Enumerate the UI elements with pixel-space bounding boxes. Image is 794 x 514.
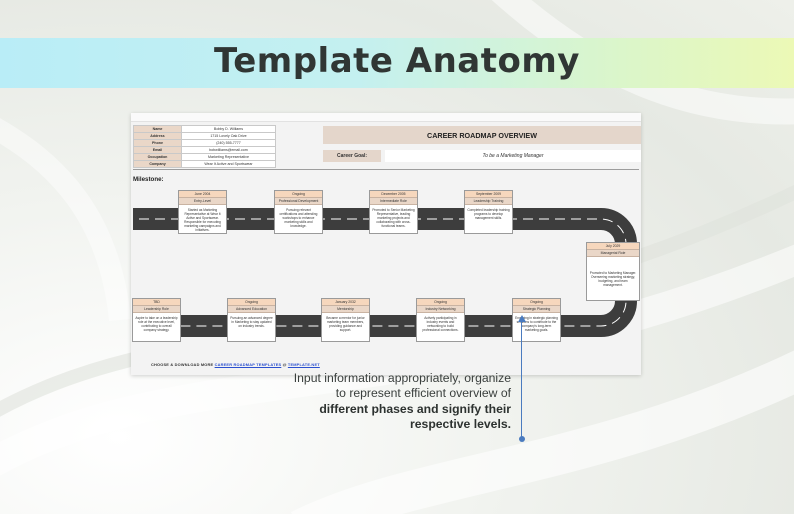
milestone-description: Engaging in strategic planning sessions … [515, 316, 558, 332]
career-goal-label: Career Goal: [323, 150, 381, 162]
info-value[interactable]: Wear It Active and Sportswear [181, 160, 276, 168]
milestone-card[interactable]: July 2029 Managerial Role Promoted to Ma… [586, 242, 640, 301]
milestone-description: Started as Marketing Representative at W… [184, 208, 221, 232]
milestone-role: Managerial Role [587, 250, 639, 257]
milestone-description: Promoted to Marketing Manager. Overseein… [589, 271, 637, 287]
milestone-card[interactable]: September 2009 Leadership Training Compl… [464, 190, 513, 234]
callout-line [521, 321, 522, 437]
milestone-card[interactable]: January 2032 Mentorship Became a mentor … [321, 298, 370, 342]
milestone-card[interactable]: Ongoing Industry Networking Actively par… [416, 298, 465, 342]
caption-line: Input information appropriately, organiz… [293, 371, 511, 385]
milestone-role: Professional Development [275, 198, 322, 205]
milestone-role: Mentorship [322, 306, 369, 313]
footer-templates-link[interactable]: CAREER ROADMAP TEMPLATES [214, 362, 282, 367]
career-goal-value[interactable]: To be a Marketing Manager [385, 150, 641, 162]
page-title: Template Anatomy [214, 41, 580, 81]
milestone-description: Actively participating in industry event… [422, 316, 459, 332]
milestone-date: July 2029 [587, 243, 639, 250]
milestone-date: Ongoing [228, 299, 275, 306]
milestone-role: Leadership Training [465, 198, 512, 205]
milestone-role: Industry Networking [417, 306, 464, 313]
roadmap-road [133, 208, 637, 337]
milestone-card[interactable]: Ongoing Advanced Education Pursuing an a… [227, 298, 276, 342]
milestone-role: Leadership Role [133, 306, 180, 313]
sheet-toolbar [131, 113, 641, 122]
sheet-footer: CHOOSE & DOWNLOAD MORE CAREER ROADMAP TE… [151, 362, 320, 367]
callout-dot [518, 436, 525, 442]
footer-at: @ [282, 362, 287, 367]
caption-line-emphasis: different phases and signify their [319, 401, 511, 416]
milestone-card[interactable]: June 2004 Entry-Level Started as Marketi… [178, 190, 227, 234]
milestone-date: September 2009 [465, 191, 512, 198]
milestone-card[interactable]: Ongoing Strategic Planning Engaging in s… [512, 298, 561, 342]
footer-site-link[interactable]: TEMPLATE.NET [287, 362, 320, 367]
milestone-date: Ongoing [513, 299, 560, 306]
caption-line: to represent efficient overview of [335, 386, 511, 401]
milestone-description: Pursuing relevant certifications and att… [279, 208, 318, 228]
milestone-date: December 2005 [370, 191, 417, 198]
milestone-role: Strategic Planning [513, 306, 560, 313]
anatomy-caption: Input information appropriately, organiz… [228, 371, 511, 433]
milestone-card[interactable]: TBD Leadership Role Aspire to take on a … [132, 298, 181, 342]
caption-line-emphasis: respective levels. [410, 417, 511, 432]
overview-title: CAREER ROADMAP OVERVIEW [323, 126, 641, 144]
milestone-role: Intermediate Role [370, 198, 417, 205]
milestone-date: TBD [133, 299, 180, 306]
milestone-description: Pursuing an advanced degree in Marketing… [230, 316, 273, 328]
milestone-role: Entry-Level [179, 198, 226, 205]
milestone-description: Promoted to Senior Marketing Representat… [372, 208, 415, 228]
title-banner [0, 38, 794, 88]
milestone-label: Milestone: [133, 176, 164, 183]
milestone-description: Aspire to take on a leadership role at t… [135, 316, 178, 332]
section-divider [133, 169, 639, 170]
milestone-date: Ongoing [417, 299, 464, 306]
callout-arrowhead [517, 315, 526, 322]
footer-text: CHOOSE & DOWNLOAD MORE [151, 362, 214, 367]
milestone-role: Advanced Education [228, 306, 275, 313]
milestone-date: January 2032 [322, 299, 369, 306]
milestone-date: June 2004 [179, 191, 226, 198]
milestone-card[interactable]: Ongoing Professional Development Pursuin… [274, 190, 323, 234]
milestone-card[interactable]: December 2005 Intermediate Role Promoted… [369, 190, 418, 234]
milestone-date: Ongoing [275, 191, 322, 198]
milestone-description: Became a mentor for junior marketing tea… [326, 316, 365, 332]
milestone-description: Completed leadership training programs t… [467, 208, 510, 220]
